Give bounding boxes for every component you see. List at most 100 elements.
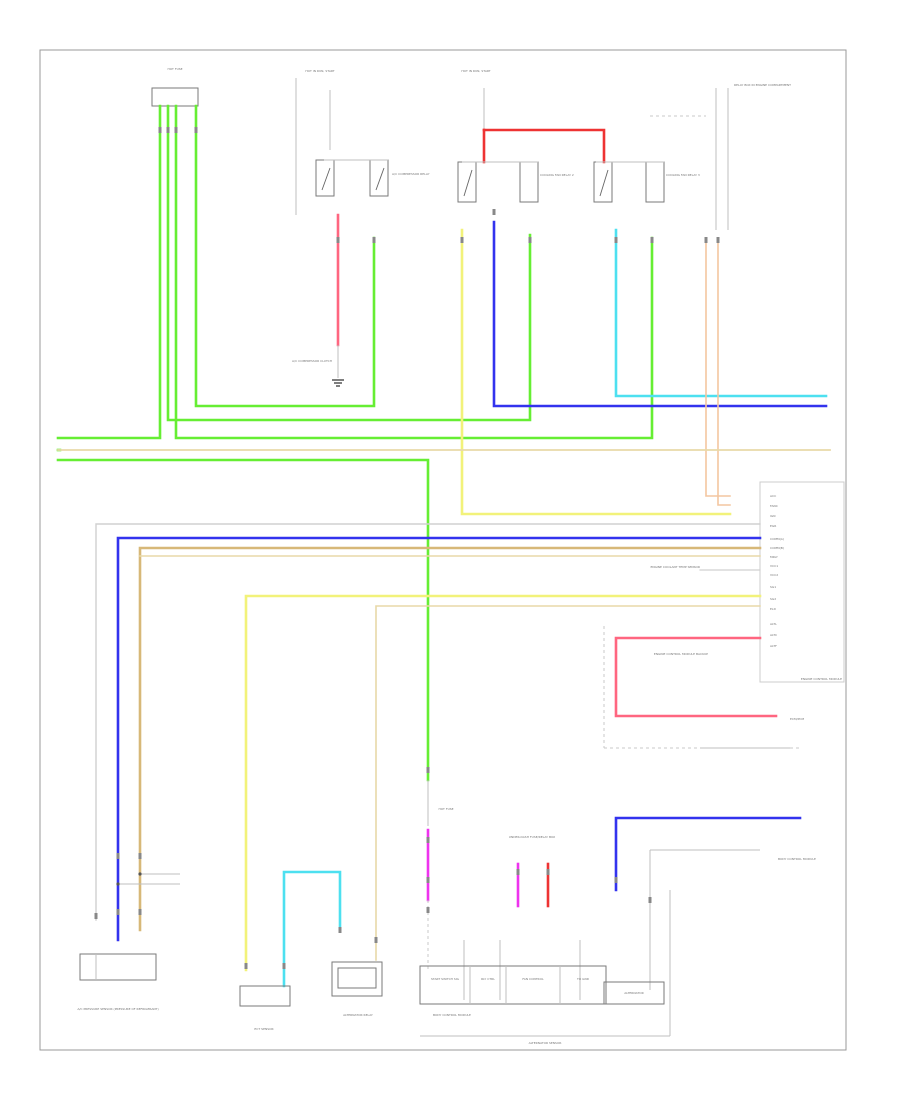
grey-wire-harness xyxy=(95,523,761,921)
hot-run-label-1: HOT IN RUN, START xyxy=(305,69,334,73)
connector-tick xyxy=(338,927,342,933)
ground-icon-clutch xyxy=(332,379,344,387)
connector-tick xyxy=(94,913,98,919)
connector-tick xyxy=(460,237,464,243)
diagram-frame xyxy=(39,49,847,1051)
red-wire-loop xyxy=(614,636,778,718)
yellow-wire-1 xyxy=(460,228,732,516)
mid-box-rly-ctrl: RLY CTRL xyxy=(481,977,495,981)
mid-body-label: BODY CONTROL MODULE xyxy=(433,1013,471,1017)
blue-wire-1 xyxy=(492,220,828,408)
pcm-pin-egr: EGR xyxy=(770,524,776,528)
ect-sensor: ECT SENSOR xyxy=(239,870,342,1031)
compressor-clutch-label: A/C COMPRESSOR CLUTCH xyxy=(292,359,332,363)
connector-tick xyxy=(244,963,248,969)
connector-tick xyxy=(426,767,430,773)
body-control-label: BODY CONTROL MODULE xyxy=(778,857,816,861)
pcm-pin-comm-b: COMM(B) xyxy=(770,546,784,550)
pcm-lower-loop: ENGINE CONTROL MODULE BACKUP ECM/PCM xyxy=(603,626,804,749)
peach-wire-1 xyxy=(705,239,731,497)
connector-tick xyxy=(704,237,708,243)
connector-tick xyxy=(174,127,178,133)
blue-wire-body xyxy=(614,816,802,892)
connector-tick xyxy=(716,237,720,243)
pcm-pin-sg1: SG1 xyxy=(770,585,776,589)
peach-wire-2 xyxy=(717,239,731,506)
connector-tick xyxy=(166,127,170,133)
relay-box-note: RELAY BOX IN ENGINE COMPARTMENT xyxy=(715,83,791,230)
pcm-pin-fanc: FANC xyxy=(770,504,778,508)
ac-comp-relay-label: A/C COMPRESSOR RELAY xyxy=(392,172,430,176)
under-dash-fuse-label: UNDER-DASH FUSE/RELAY BOX xyxy=(509,835,555,839)
pcm-pin-altf: ALTF xyxy=(770,644,777,648)
pcm-pin-altl: ALTL xyxy=(770,622,777,626)
pcm-pin-acc: ACC xyxy=(770,494,776,498)
cyan-wire-1 xyxy=(614,228,828,398)
connector-tick xyxy=(648,897,652,903)
mid-box-to-gnd: TO GND xyxy=(576,977,590,981)
pcm-pin-eld: ELD xyxy=(770,607,777,611)
tan-wire-harness xyxy=(138,546,762,932)
connector-tick xyxy=(426,837,430,843)
ecm-note-backup: ENGINE CONTROL MODULE BACKUP xyxy=(654,652,708,656)
relay-box-label: RELAY BOX IN ENGINE COMPARTMENT xyxy=(734,83,791,87)
connector-tick xyxy=(374,937,378,943)
connector-tick xyxy=(336,237,340,243)
pcm-pin-comm-a: COMM(A) xyxy=(770,537,784,541)
green-wire-3 xyxy=(174,104,654,440)
alternator-relay-box: ALTERNATOR RELAY xyxy=(331,961,383,1017)
connector-tick xyxy=(116,853,120,859)
connector-tick xyxy=(528,237,532,243)
fan-relay-3-label: COOLING FAN RELAY 3 xyxy=(666,173,700,177)
alternator-label: ALTERNATOR xyxy=(624,991,643,995)
connector-tick xyxy=(546,869,550,875)
connector-ticks xyxy=(94,127,720,969)
ect-sensor-label: ECT SENSOR xyxy=(254,1027,273,1031)
ac-pressure-sensor-label: A/C PRESSURE SENSOR (PRESSURE OF REFRIGE… xyxy=(77,1007,158,1011)
green-wire-4 xyxy=(194,104,376,408)
ac-pressure-sensor: A/C PRESSURE SENSOR (PRESSURE OF REFRIGE… xyxy=(77,872,180,1011)
lower-fuse-label: HOT FUSE xyxy=(438,807,453,811)
connector-tick xyxy=(282,963,286,969)
lower-fuse-group: HOT FUSE UNDER-DASH FUSE/RELAY BOX START… xyxy=(419,780,671,1045)
red-wire-fan-relay xyxy=(482,128,606,164)
connector-tick xyxy=(116,909,120,915)
cyan-wire-ect xyxy=(282,870,342,988)
fan-relay-2-label: COOLING FAN RELAY 2 xyxy=(540,173,574,177)
pcm-pin-altc: ALTC xyxy=(770,633,777,637)
connector-tick xyxy=(614,237,618,243)
ecm-note-coolant: ENGINE COOLANT TEMP SENSOR xyxy=(650,565,700,569)
connector-tick xyxy=(650,237,654,243)
pcm-side-note: ENGINE CONTROL MODULE xyxy=(801,677,842,681)
connector-tick xyxy=(614,877,618,883)
top-fuse-label: HOT FUSE xyxy=(167,67,182,71)
connector-tick xyxy=(426,907,430,913)
ecm-pcm-note: ECM/PCM xyxy=(790,717,804,721)
pcm-pin-sg2: SG2 xyxy=(770,597,776,601)
main-harness: ENGINE COOLANT TEMP SENSOR xyxy=(95,523,762,972)
top-fuse-box: HOT FUSE xyxy=(151,67,199,107)
pcm-pin-ign: IGN xyxy=(770,514,775,518)
pcm-pin-vcc1: VCC1 xyxy=(770,564,778,568)
connector-tick xyxy=(194,127,198,133)
hot-run-label-2: HOT IN RUN, START xyxy=(461,69,490,73)
green-bus-mid xyxy=(56,458,430,782)
mid-box-fan-control: FAN CONTROL xyxy=(522,977,544,981)
pcm-pin-vcc2: VCC2 xyxy=(770,573,778,577)
pcm-pin-mrly: MRLY xyxy=(770,555,778,559)
connector-tick xyxy=(372,237,376,243)
alternator-relay-label: ALTERNATOR RELAY xyxy=(343,1013,373,1017)
green-wire-2 xyxy=(166,104,532,422)
connector-tick xyxy=(138,909,142,915)
connector-tick xyxy=(158,127,162,133)
connector-tick xyxy=(138,853,142,859)
connector-tick xyxy=(516,869,520,875)
body-control-group: BODY CONTROL MODULE ALTERNATOR xyxy=(603,816,816,1005)
pcm-connector: ACC FANC IGN EGR COMM(A) COMM(B) MRLY VC… xyxy=(759,481,845,683)
connector-tick xyxy=(492,209,496,215)
tan-wire-ect xyxy=(375,605,761,961)
mid-box-start-switch: START SWITCH SIG xyxy=(431,977,460,981)
bottom-caption: ALTERNATOR SENSOR xyxy=(529,1041,562,1045)
blue-wire-harness xyxy=(116,536,762,942)
green-wire-1 xyxy=(56,104,162,440)
